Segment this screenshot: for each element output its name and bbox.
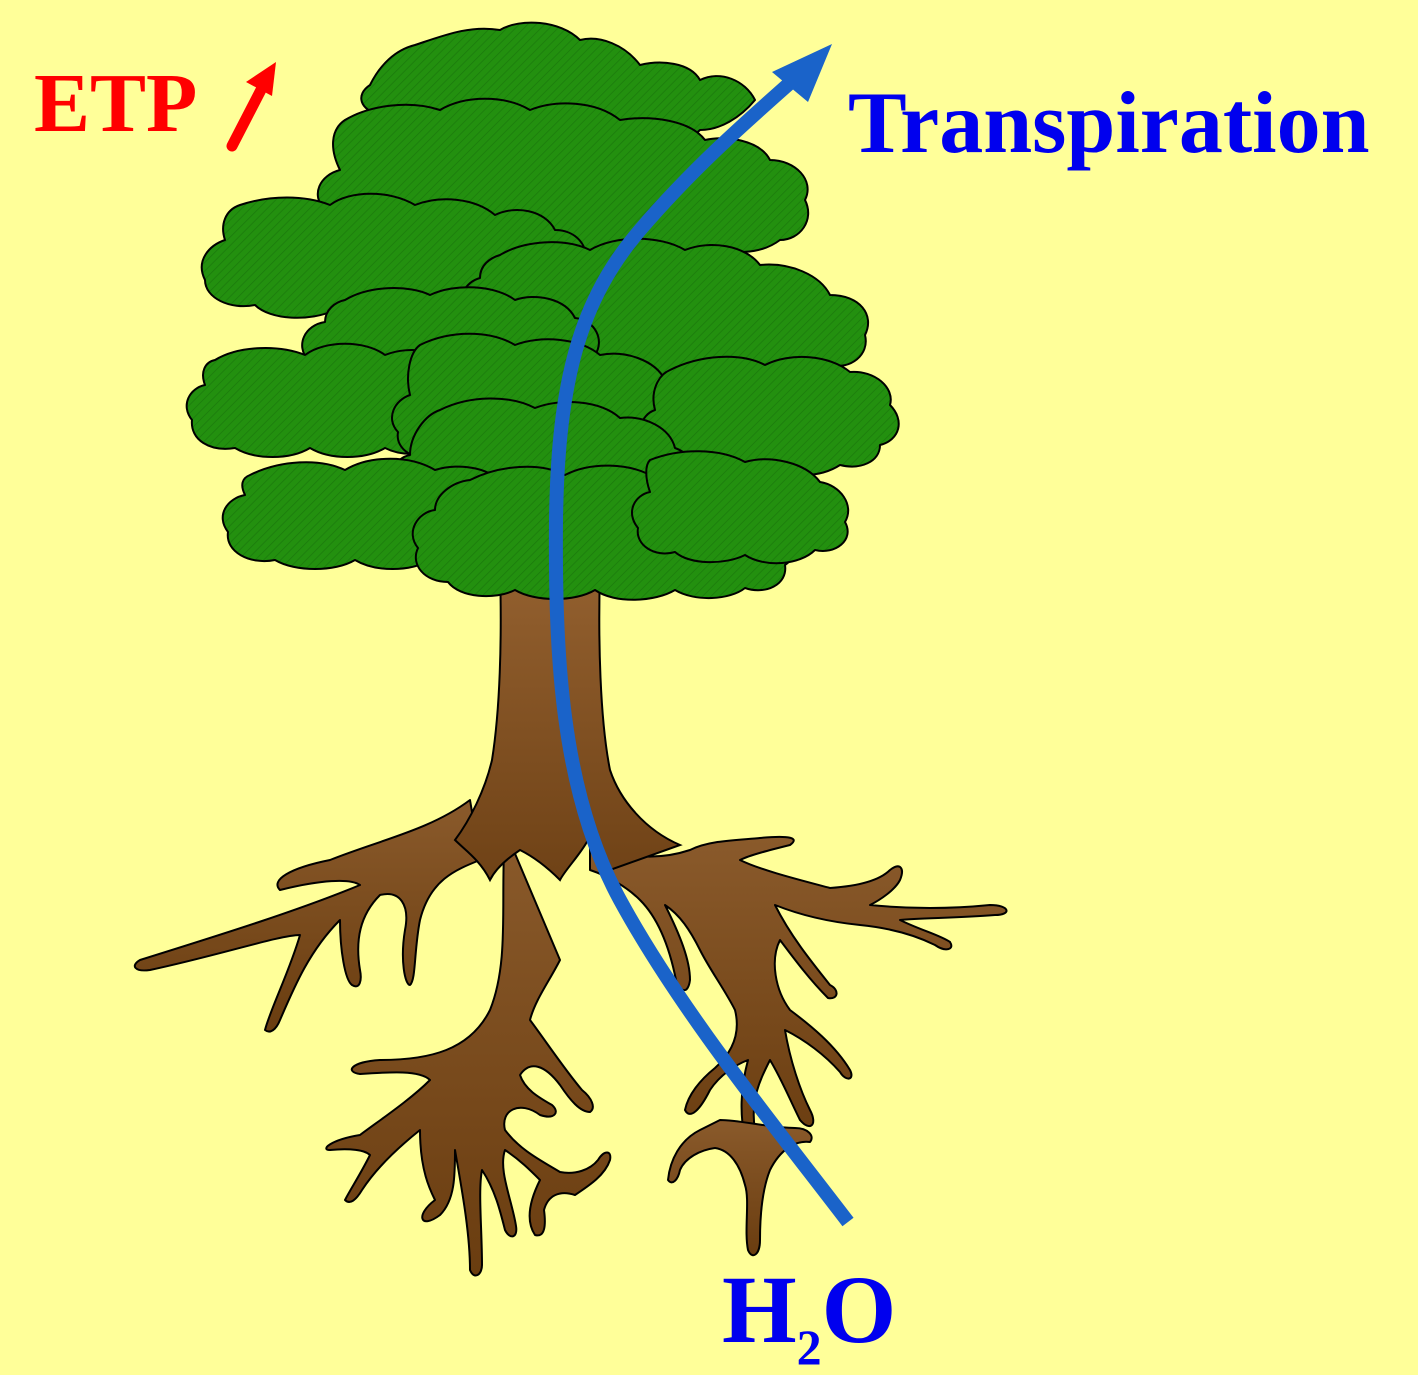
- etp-label: ETP: [34, 62, 197, 146]
- up-right-arrow-icon: [224, 58, 284, 158]
- water-h: H: [722, 1256, 797, 1363]
- water-label: H2O: [722, 1262, 896, 1358]
- water-subscript: 2: [797, 1319, 822, 1375]
- water-o: O: [822, 1256, 897, 1363]
- transpiration-label: Transpiration: [848, 80, 1370, 168]
- roots: [135, 800, 1007, 1275]
- foliage: [187, 23, 899, 600]
